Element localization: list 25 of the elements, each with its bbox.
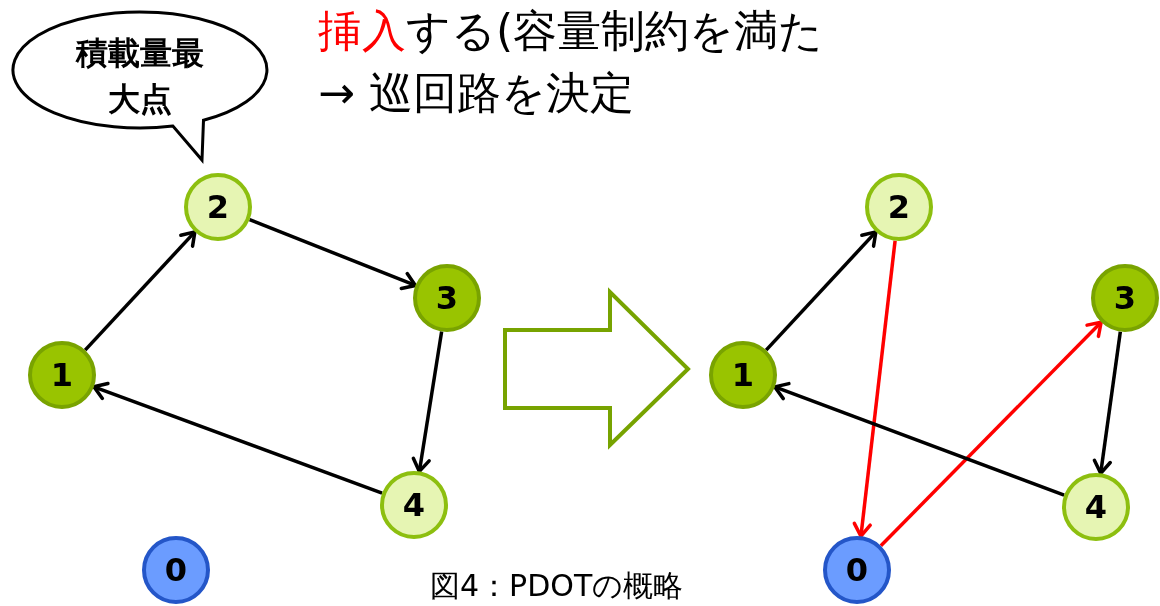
node-circle — [1091, 264, 1159, 332]
node-number: 4 — [1084, 488, 1108, 526]
arrow — [83, 230, 197, 352]
figure-caption: 図4：PDOTの概略 — [430, 567, 684, 605]
arrow — [773, 381, 1065, 497]
heading-text: 挿入 — [318, 4, 406, 58]
arrow — [852, 240, 897, 538]
heading-text: → 巡回路を決定 — [318, 66, 634, 120]
node-number: 2 — [206, 188, 230, 226]
arrow — [248, 217, 418, 291]
arrow — [92, 381, 383, 495]
node-number: 4 — [402, 486, 426, 524]
node-number: 0 — [845, 551, 869, 589]
node-number: 3 — [1113, 279, 1137, 317]
node-number: 2 — [887, 188, 911, 226]
heading-text: する(容量制約を満た — [406, 4, 824, 58]
arrow — [1092, 331, 1123, 476]
bubble-text: 積載量最大点 — [74, 33, 205, 120]
node-number: 0 — [164, 551, 188, 589]
arrow — [764, 230, 878, 352]
node-number: 3 — [435, 279, 459, 317]
arrow — [879, 320, 1103, 547]
arrow — [411, 331, 444, 474]
node-number: 1 — [731, 356, 755, 394]
node-number: 1 — [50, 356, 74, 394]
